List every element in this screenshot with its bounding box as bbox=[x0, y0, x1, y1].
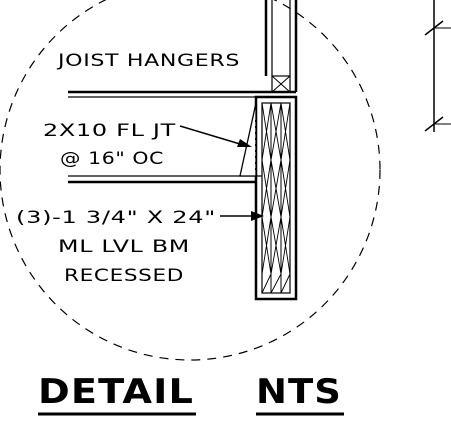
detail-title: DETAIL bbox=[38, 372, 194, 412]
joist-hanger bbox=[239, 102, 257, 177]
floor-joist bbox=[68, 90, 296, 184]
joist-hangers-note: JOIST HANGERS bbox=[57, 51, 240, 71]
floor-joist-note-line2: @ 16" OC bbox=[60, 149, 164, 169]
lvl-beam bbox=[254, 95, 298, 301]
beam-note-line3: RECESSED bbox=[64, 266, 184, 286]
floor-joist-note-line1: 2X10 FL JT bbox=[43, 121, 176, 141]
detail-boundary-circle bbox=[0, 0, 381, 361]
beam-note-line1: (3)-1 3/4" X 24" bbox=[16, 208, 216, 228]
wall-studs bbox=[264, 0, 298, 93]
detail-scale: NTS bbox=[256, 372, 342, 412]
leader-arrows bbox=[179, 125, 264, 221]
dimension-line bbox=[424, 0, 451, 132]
beam-note-line2: ML LVL BM bbox=[58, 237, 190, 257]
